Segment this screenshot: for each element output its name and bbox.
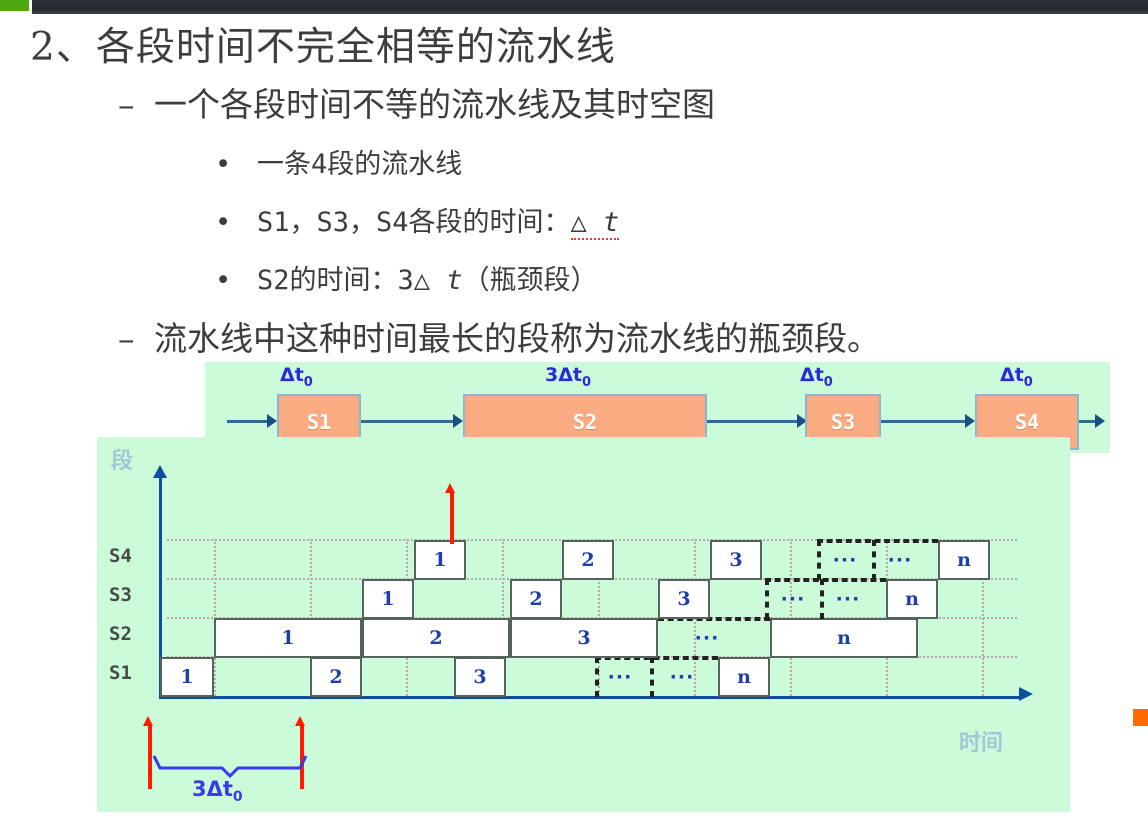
delta-t-term: △ t	[570, 207, 620, 240]
bottleneck-note: （瓶颈段）	[462, 265, 598, 296]
bullet-level1-b: –流水线中这种时间最长的段称为流水线的瓶颈段。	[118, 312, 880, 360]
arrow-head-icon	[797, 414, 807, 428]
bullet-level2-a: • 一条4段的流水线	[215, 142, 462, 181]
dash-bullet-icon: –	[118, 85, 135, 124]
stage-duration-label-s2: 3Δt0	[545, 364, 592, 390]
dashed-divider	[820, 579, 824, 619]
table-row[interactable]: 3	[454, 657, 506, 697]
y-axis	[159, 477, 162, 699]
slide-top-bar	[32, 0, 1148, 14]
bullet-level1-a: –一个各段时间不等的流水线及其时空图	[118, 78, 715, 126]
dot-bullet-icon: •	[215, 265, 232, 296]
pipeline-wire-2-3	[703, 420, 799, 423]
y-tick-label-s2: S2	[109, 623, 132, 645]
table-row[interactable]: 2	[510, 579, 562, 619]
bullet-level1-b-label: 流水线中这种时间最长的段称为流水线的瓶颈段。	[154, 319, 880, 358]
y-tick-label-s4: S4	[109, 545, 132, 567]
gridline-v	[502, 539, 504, 696]
dashed-divider	[658, 617, 770, 621]
interval-brace-label: 3Δt0	[192, 777, 243, 806]
accent-square-orange	[1133, 709, 1148, 726]
bottleneck-marker-line	[450, 492, 454, 544]
table-row[interactable]: n	[886, 579, 938, 619]
x-axis	[159, 696, 1021, 699]
stage-duration-label-s3: Δt0	[800, 364, 833, 390]
y-axis-arrow-icon	[153, 465, 167, 478]
dashed-divider	[817, 540, 821, 580]
table-row[interactable]: 3	[710, 540, 762, 580]
pipeline-wire-out	[1075, 420, 1097, 423]
interval-marker-left	[148, 725, 152, 789]
dashed-divider	[595, 657, 599, 697]
dashed-divider	[650, 657, 654, 697]
bullet-level2-c: • S2的时间：3△ t（瓶颈段）	[215, 258, 598, 297]
pipeline-wire-3-4	[877, 420, 967, 423]
interval-marker-right	[300, 725, 304, 789]
bullet-level2-b: • S1，S3，S4各段的时间：△ t	[215, 200, 620, 240]
spacetime-chart: 段 时间 S4 S3 S2 S1 1 2 3 ··· ··· n 1 2	[97, 437, 1070, 812]
pipeline-wire-1-2	[357, 420, 455, 423]
stage-duration-label-s1: Δt0	[280, 364, 313, 390]
interval-brace-icon	[152, 755, 308, 778]
table-row[interactable]: n	[718, 657, 770, 697]
three-delta-t-term: △ t	[413, 265, 463, 296]
table-row[interactable]: n	[770, 618, 918, 658]
ellipsis-marker: ···	[832, 549, 858, 571]
table-row[interactable]: 1	[362, 579, 414, 619]
bullet-level1-a-label: 一个各段时间不等的流水线及其时空图	[154, 85, 715, 124]
accent-square-green	[0, 0, 29, 11]
gridline-v	[790, 539, 792, 696]
dashed-divider	[765, 578, 886, 582]
ellipsis-marker: ···	[887, 549, 913, 571]
spacetime-diagram-panel: 段 时间 S4 S3 S2 S1 1 2 3 ··· ··· n 1 2	[97, 437, 1070, 812]
arrow-head-icon	[965, 414, 975, 428]
arrow-head-icon	[453, 414, 463, 428]
gridline-v	[310, 539, 312, 696]
bullet-level2-b-label: S1，S3，S4各段的时间：	[257, 207, 571, 238]
dash-bullet-icon: –	[118, 319, 135, 358]
interval-arrow-icon	[143, 716, 153, 726]
gridline-v	[982, 539, 984, 696]
arrow-head-icon	[1095, 414, 1105, 428]
ellipsis-marker: ···	[780, 588, 806, 610]
table-row[interactable]: n	[938, 540, 990, 580]
left-margin-block	[0, 11, 32, 33]
dashed-divider	[765, 579, 769, 619]
table-row[interactable]: 1	[160, 657, 214, 697]
gridline-v	[598, 539, 600, 696]
x-axis-arrow-icon	[1019, 687, 1033, 701]
table-row[interactable]: 2	[362, 618, 510, 658]
table-row[interactable]: 2	[562, 540, 614, 580]
arrow-head-icon	[267, 414, 277, 428]
table-row[interactable]: 1	[414, 540, 466, 580]
table-row[interactable]: 2	[310, 657, 362, 697]
bottleneck-arrow-icon	[445, 483, 455, 493]
y-tick-label-s3: S3	[109, 584, 132, 606]
y-axis-title: 段	[111, 449, 134, 474]
dot-bullet-icon: •	[215, 207, 232, 238]
table-row[interactable]: 1	[214, 618, 362, 658]
dashed-divider	[817, 539, 938, 543]
y-tick-label-s1: S1	[109, 662, 132, 684]
ellipsis-marker: ···	[694, 627, 720, 649]
table-row[interactable]: 3	[510, 618, 658, 658]
ellipsis-marker: ···	[835, 588, 861, 610]
bullet-level2-c-label: S2的时间：3	[257, 265, 414, 296]
dashed-divider	[872, 540, 876, 580]
pipeline-wire-in	[227, 420, 269, 423]
x-axis-title: 时间	[959, 731, 1004, 756]
dot-bullet-icon: •	[215, 149, 232, 180]
page-title: 2、各段时间不完全相等的流水线	[30, 25, 616, 70]
ellipsis-marker: ···	[607, 666, 633, 688]
table-row[interactable]: 3	[658, 579, 710, 619]
gridline-v	[214, 539, 216, 696]
bullet-level2-a-label: 一条4段的流水线	[257, 149, 463, 180]
stage-duration-label-s4: Δt0	[1000, 364, 1033, 390]
interval-arrow-icon	[295, 716, 305, 726]
ellipsis-marker: ···	[669, 666, 695, 688]
